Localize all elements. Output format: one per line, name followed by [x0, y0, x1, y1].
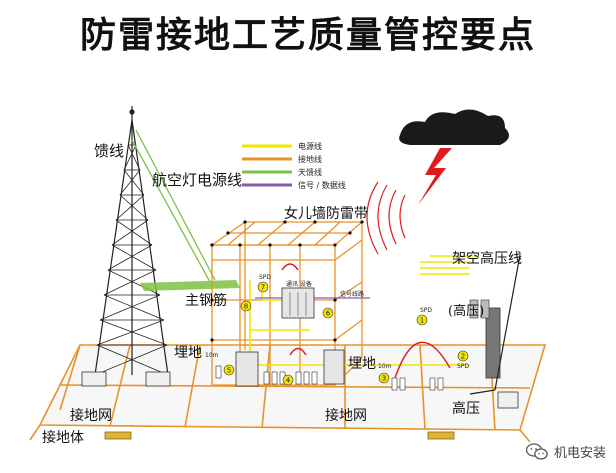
- watermark-text: 机电安装: [553, 446, 606, 461]
- spd-marker-4: [282, 374, 294, 386]
- spd-marker-5: [223, 364, 235, 376]
- hv-switch-box: [497, 391, 519, 409]
- spd-marker-label-4: 4: [286, 377, 291, 385]
- legend-label-3: 信号 / 数据线: [298, 180, 346, 190]
- spd-marker-6: [322, 307, 334, 319]
- legend-label-0: 电源线: [298, 141, 322, 151]
- em-waves: [366, 181, 406, 255]
- spd-marker-label-7: 7: [261, 284, 265, 292]
- spd-marker-1: [416, 314, 428, 326]
- surge-arcs: [281, 263, 451, 379]
- label-aviation-light: 航空灯电源线: [152, 171, 242, 189]
- label-feeder: 馈线: [94, 142, 124, 160]
- label-main-rebar: 主钢筋: [185, 292, 227, 309]
- hv-insulators: [469, 299, 490, 319]
- tower-footing-left: [81, 371, 107, 387]
- feeder-lines: [131, 129, 216, 283]
- thundercloud: [399, 109, 509, 145]
- label-high-voltage: 高压: [452, 400, 480, 417]
- label-comm-equipment: 通讯 设备: [286, 280, 312, 288]
- spd-marker-label-1: 1: [420, 317, 424, 325]
- spd-devices: [215, 365, 444, 391]
- spd-markers: 1 2 3 4 5 6 7 8: [223, 281, 469, 386]
- distribution-cabinet: [235, 351, 259, 387]
- label-buried-left: 埋地: [174, 345, 202, 361]
- label-hv-box: (高压): [448, 303, 484, 319]
- ground-electrode-left: [104, 431, 132, 440]
- wechat-icon: [525, 442, 548, 460]
- tower-footing-right: [145, 371, 171, 387]
- lightning-bolt: [418, 148, 452, 205]
- label-overhead-hv: 架空高压线: [452, 250, 522, 267]
- label-ten-m-left: 10m: [205, 352, 219, 359]
- spd-marker-label-2: 2: [461, 353, 465, 361]
- spd-marker-label-8: 8: [244, 303, 248, 311]
- label-spd-top: SPD: [259, 274, 271, 281]
- watermark: 机电安装: [525, 442, 606, 461]
- spd-marker-label-6: 6: [326, 310, 331, 318]
- page-title: 防雷接地工艺质量管控要点: [79, 15, 536, 56]
- overhead-hv-pole: [469, 254, 521, 395]
- label-spd-hv: SPD: [420, 307, 432, 314]
- cable-tray: [140, 280, 240, 291]
- label-buried-right: 埋地: [348, 356, 376, 372]
- label-ten-m-right: 10m: [378, 363, 392, 370]
- building-frame: [209, 221, 364, 386]
- label-ground-body: 接地体: [42, 429, 84, 446]
- spd-marker-7: [257, 281, 269, 293]
- legend-label-1: 接地线: [298, 154, 322, 164]
- outdoor-cabinet: [323, 349, 345, 385]
- ground-plane: [29, 344, 547, 443]
- spd-marker-8: [240, 300, 252, 312]
- label-spd-right: SPD: [457, 363, 469, 370]
- label-signal-route: 信号线路: [340, 290, 364, 298]
- label-ground-net-left: 接地网: [70, 407, 112, 424]
- spd-marker-label-3: 3: [382, 375, 386, 383]
- label-ground-net-right: 接地网: [325, 407, 367, 424]
- spd-marker-2: [457, 350, 469, 362]
- spd-marker-3: [378, 372, 390, 384]
- legend-label-2: 天馈线: [298, 167, 322, 177]
- communication-tower: [94, 106, 169, 376]
- ground-electrode-right: [427, 431, 455, 440]
- rooftop-nodes: [210, 220, 364, 342]
- comm-equipment-rack: [281, 287, 315, 319]
- hv-transformer: [485, 307, 501, 379]
- spd-marker-label-5: 5: [227, 367, 231, 375]
- label-parapet: 女儿墙防雷带: [284, 205, 368, 222]
